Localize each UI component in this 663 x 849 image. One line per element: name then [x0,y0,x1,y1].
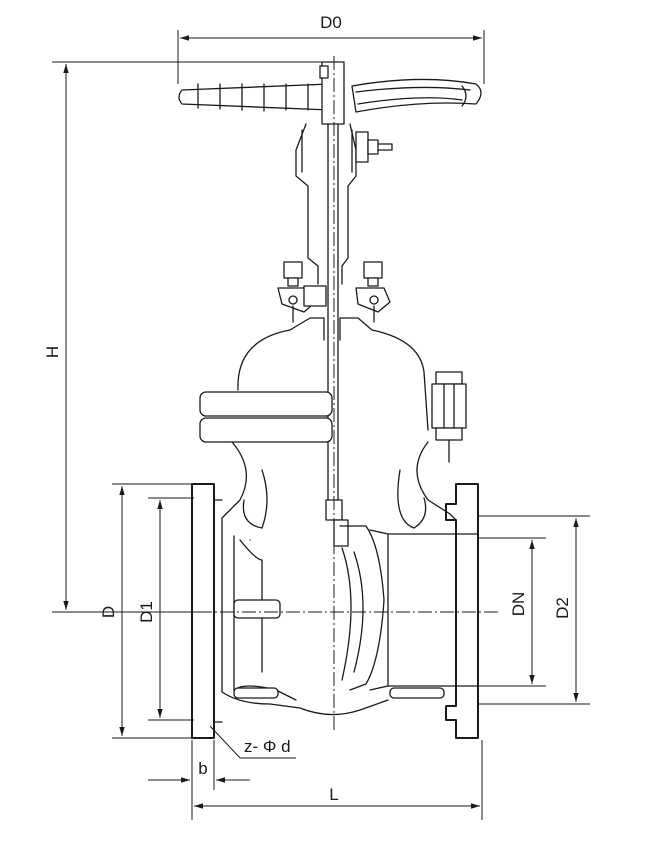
left-flange [191,483,223,739]
dimension-labels: D0 H D D1 DN D2 b L z- Φ d [43,13,572,804]
label-h: H [43,346,62,358]
gland-bolts [277,261,391,323]
label-d: D [99,606,118,618]
label-z-phi-d: z- Φ d [244,737,291,756]
bonnet [199,317,467,463]
dimension-lines [52,30,590,820]
yoke [295,123,393,285]
label-d0: D0 [320,13,342,32]
label-l: L [329,785,338,804]
label-b: b [198,759,207,778]
right-flange [445,483,479,739]
label-d1: D1 [137,601,156,623]
valve-stem [325,123,349,547]
label-dn: DN [509,592,528,617]
valve-body [221,441,479,716]
centerlines [176,56,498,730]
label-d2: D2 [553,597,572,619]
handwheel [178,61,482,125]
